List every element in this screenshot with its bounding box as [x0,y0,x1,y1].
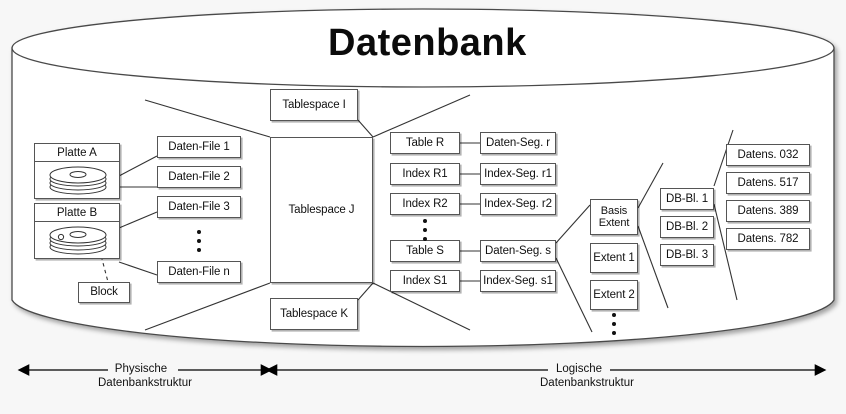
object-table-r[interactable]: Table R [390,132,460,154]
disk-platte-b[interactable]: Platte B [34,203,120,259]
tablespace-j[interactable]: Tablespace J [270,137,373,283]
segment-index-r1[interactable]: Index-Seg. r1 [480,163,556,185]
data-file-ellipsis [193,226,205,256]
data-file-n[interactable]: Daten-File n [157,261,241,283]
data-file-3[interactable]: Daten-File 3 [157,196,241,218]
disk-platte-a[interactable]: Platte A [34,143,120,199]
axis-label-physical: Physische Datenbankstruktur [98,362,192,391]
data-file-1[interactable]: Daten-File 1 [157,136,241,158]
record-782[interactable]: Datens. 782 [726,228,810,250]
segment-daten-s[interactable]: Daten-Seg. s [480,240,556,262]
extent-basis-line2: Extent [598,217,630,229]
db-block-3[interactable]: DB-Bl. 3 [660,244,714,266]
disk-platter-icon [35,162,119,199]
extent-ellipsis [608,313,620,335]
segment-index-r2[interactable]: Index-Seg. r2 [480,193,556,215]
disk-platte-a-label: Platte A [35,144,119,162]
extent-basis-line1: Basis [600,204,628,217]
record-032[interactable]: Datens. 032 [726,144,810,166]
object-table-s[interactable]: Table S [390,240,460,262]
tablespace-k[interactable]: Tablespace K [270,298,358,330]
block-box[interactable]: Block [78,282,130,303]
object-ellipsis [419,218,431,242]
db-block-2[interactable]: DB-Bl. 2 [660,216,714,238]
axis-label-logical: Logische Datenbankstruktur [540,362,634,391]
data-file-2[interactable]: Daten-File 2 [157,166,241,188]
tablespace-i[interactable]: Tablespace I [270,89,358,121]
object-index-s1[interactable]: Index S1 [390,270,460,292]
diagram-title: Datenbank [328,22,527,64]
record-517[interactable]: Datens. 517 [726,172,810,194]
disk-platter-icon [35,222,119,259]
object-index-r2[interactable]: Index R2 [390,193,460,215]
extent-basis[interactable]: Basis Extent [590,199,638,235]
connector-lines [17,94,827,376]
extent-1[interactable]: Extent 1 [590,243,638,273]
record-389[interactable]: Datens. 389 [726,200,810,222]
db-block-1[interactable]: DB-Bl. 1 [660,188,714,210]
segment-daten-r[interactable]: Daten-Seg. r [480,132,556,154]
segment-index-s1[interactable]: Index-Seg. s1 [480,270,556,292]
extent-2[interactable]: Extent 2 [590,280,638,310]
disk-platte-b-label: Platte B [35,204,119,222]
axis-label-physical-line1: Physische [114,363,168,375]
axis-label-logical-line2: Datenbankstruktur [540,377,634,390]
axis-label-logical-line1: Logische [555,363,603,375]
axis-label-physical-line2: Datenbankstruktur [98,377,192,390]
object-index-r1[interactable]: Index R1 [390,163,460,185]
